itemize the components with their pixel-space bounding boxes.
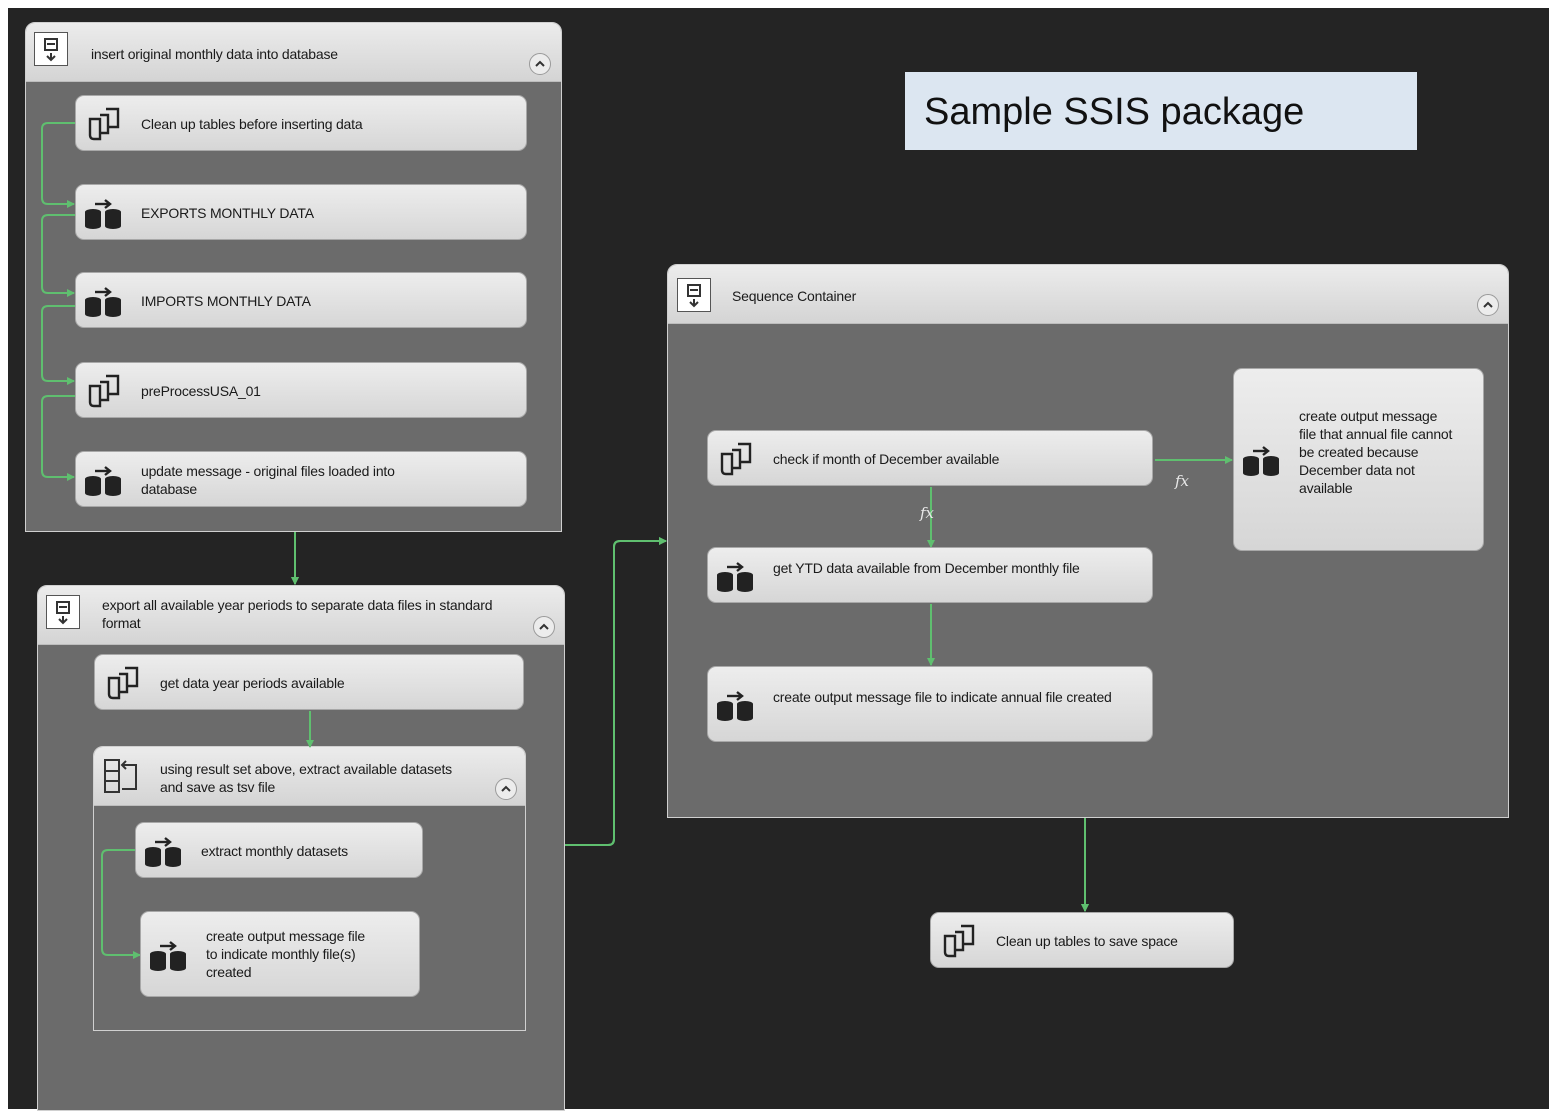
task-label: preProcessUSA_01 [141,383,261,399]
container-title: Sequence Container [732,288,857,304]
constraint-line [565,537,667,846]
task-label: get data year periods available [160,675,345,691]
task-annual-file-created[interactable]: create output message file to indicate a… [707,666,1153,742]
container-header[interactable]: export all available year periods to sep… [38,586,564,645]
task-label: create output message file to indicate a… [773,689,1112,705]
collapse-chevron-icon[interactable] [533,616,555,638]
sequence-container-icon [34,32,68,66]
execute-sql-task-icon [86,105,124,148]
title-banner: Sample SSIS package [905,72,1417,150]
task-label: extract monthly datasets [201,843,348,859]
task-label: create output message file to indicate m… [206,928,366,980]
task-preprocess-usa[interactable]: preProcessUSA_01 [75,362,527,418]
task-exports-monthly-data[interactable]: EXPORTS MONTHLY DATA [75,184,527,240]
data-flow-task-icon [82,462,124,503]
task-get-data-year-periods[interactable]: get data year periods available [94,654,524,710]
banner-title: Sample SSIS package [924,91,1305,133]
container-header[interactable]: insert original monthly data into databa… [26,23,561,82]
collapse-chevron-icon[interactable] [495,778,517,800]
container-header[interactable]: using result set above, extract availabl… [94,747,525,806]
container-title: export all available year periods to sep… [102,597,493,631]
task-check-december[interactable]: check if month of December available [707,430,1153,486]
task-label: get YTD data available from December mon… [773,560,1080,576]
task-update-message[interactable]: update message - original files loaded i… [75,451,527,507]
container-header[interactable]: Sequence Container [668,265,1508,324]
execute-sql-task-icon [86,372,124,415]
task-label: EXPORTS MONTHLY DATA [141,205,314,221]
sequence-container-icon [677,278,711,312]
execute-sql-task-icon [941,922,979,965]
data-flow-task-icon [82,283,124,324]
task-create-monthly-message[interactable]: create output message file to indicate m… [140,911,420,997]
task-label: update message - original files loaded i… [141,463,395,497]
task-label: Clean up tables before inserting data [141,116,363,132]
execute-sql-task-icon [105,664,143,707]
collapse-chevron-icon[interactable] [1477,294,1499,316]
container-title: insert original monthly data into databa… [91,46,338,62]
data-flow-task-icon [142,833,184,874]
foreach-loop-icon [102,757,140,795]
task-label: IMPORTS MONTHLY DATA [141,293,311,309]
data-flow-task-icon [1240,442,1282,483]
data-flow-task-icon [82,195,124,236]
data-flow-task-icon [714,558,756,599]
task-get-ytd-data[interactable]: get YTD data available from December mon… [707,547,1153,603]
task-imports-monthly-data[interactable]: IMPORTS MONTHLY DATA [75,272,527,328]
task-extract-monthly-datasets[interactable]: extract monthly datasets [135,822,423,878]
data-flow-task-icon [147,937,189,978]
task-label: Clean up tables to save space [996,933,1178,949]
task-label: check if month of December available [773,451,1000,467]
sequence-container-icon [46,595,80,629]
execute-sql-task-icon [718,440,756,483]
data-flow-task-icon [714,687,756,728]
container-title: using result set above, extract availabl… [160,761,452,795]
collapse-chevron-icon[interactable] [529,53,551,75]
task-annual-file-cannot-be-created[interactable]: create output message file that annual f… [1233,368,1484,551]
task-clean-up-save-space[interactable]: Clean up tables to save space [930,912,1234,968]
task-clean-up-tables[interactable]: Clean up tables before inserting data [75,95,527,151]
task-label: create output message file that annual f… [1299,408,1453,496]
